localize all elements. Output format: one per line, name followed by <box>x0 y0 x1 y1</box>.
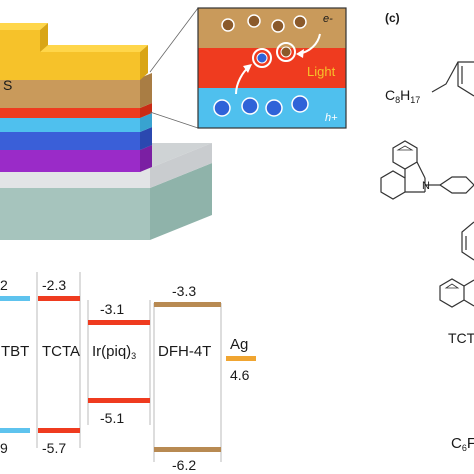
hole-arrowhead <box>243 64 252 73</box>
dfh4t-lumo-value: -3.3 <box>172 283 196 299</box>
tcta-homo-bar <box>38 428 80 433</box>
hole <box>291 95 309 113</box>
ag-workfunction-value: 4.6 <box>230 367 250 383</box>
energy-level-diagram: 2 TBT 9 -2.3 TCTA -5.7 -3.1 Ir(piq)3 -5.… <box>0 272 256 473</box>
tcta-lumo-value: -2.3 <box>42 277 66 293</box>
nitrogen-label: N <box>422 180 430 192</box>
exciton-left <box>252 48 272 68</box>
formula-bottom-main: C <box>451 435 462 452</box>
electron <box>271 19 285 33</box>
layer-blue <box>0 127 152 150</box>
tbt-name: TBT <box>1 343 29 360</box>
formula-top-sub2: 17 <box>410 95 420 105</box>
tbt-lumo-bar <box>0 296 30 301</box>
glass-front <box>0 168 150 188</box>
dfh4t-name: DFH-4T <box>158 343 211 360</box>
dfh4t-homo-bar <box>154 447 221 452</box>
light-label: Light <box>307 64 336 79</box>
formula-top-main: C <box>385 87 395 103</box>
hole <box>213 99 231 117</box>
zoom-line-bottom <box>149 111 199 129</box>
irpiq-name: Ir(piq)3 <box>92 343 136 361</box>
inset-middle-layer <box>198 48 346 88</box>
layer-cyan <box>0 113 152 132</box>
lower-ring-fragments <box>439 221 474 308</box>
alkyl-chain-formula-bottom: C6F <box>451 435 474 453</box>
glass-side <box>150 143 212 188</box>
electron-label: e- <box>323 13 333 25</box>
tcta-structure-label: TCT <box>448 330 474 346</box>
layer-letter: S <box>3 77 12 93</box>
holes <box>213 95 309 117</box>
irpiq-homo-value: -5.1 <box>100 410 124 426</box>
dfh4t-lumo-bar <box>154 302 221 307</box>
exciton-right <box>276 42 296 62</box>
device-stack: S <box>0 7 212 240</box>
carbazole-fragment <box>380 140 474 200</box>
panel-c-label: (c) <box>385 11 400 25</box>
irpiq-name-main: Ir(piq) <box>92 343 131 360</box>
tbt-homo-value: 9 <box>0 440 8 456</box>
tbt-lumo-value: 2 <box>0 277 8 293</box>
thiophene-fragment-top <box>431 61 474 97</box>
electron <box>247 14 261 28</box>
irpiq-homo-bar <box>88 398 150 403</box>
ag-workfunction-bar <box>226 356 256 361</box>
dfh4t-homo-value: -6.2 <box>172 457 196 473</box>
irpiq-lumo-value: -3.1 <box>100 301 124 317</box>
alkyl-chain-formula-top: C8H17 <box>385 87 420 105</box>
electron <box>221 18 235 32</box>
electron-arrowhead <box>296 49 304 58</box>
zoom-line-top <box>149 7 199 73</box>
hole-label: h+ <box>325 112 338 124</box>
substrate-side <box>150 163 212 240</box>
formula-top-sub1: 8 <box>395 95 400 105</box>
irpiq-name-sub: 3 <box>131 351 136 361</box>
ag-name: Ag <box>230 336 248 353</box>
chemical-structures-panel: (c) C8H17 N TC <box>380 11 474 453</box>
layer-tan <box>0 73 152 108</box>
layer-purple <box>0 145 152 172</box>
formula-bottom-sub1: 6 <box>462 443 467 453</box>
hole <box>241 97 259 115</box>
recombination-inset: e- Light h+ <box>197 7 347 129</box>
formula-bottom-mid: F <box>467 435 474 452</box>
electrons <box>221 14 307 33</box>
tbt-homo-bar <box>0 428 30 433</box>
tcta-homo-value: -5.7 <box>42 440 66 456</box>
tcta-name: TCTA <box>42 343 80 360</box>
tcta-lumo-bar <box>38 296 80 301</box>
inset-frame <box>197 7 347 129</box>
hole <box>265 99 283 117</box>
electrode-back <box>0 23 48 52</box>
formula-top-mid: H <box>400 87 410 103</box>
electron <box>293 15 307 29</box>
substrate-front <box>0 188 150 240</box>
irpiq-lumo-bar <box>88 320 150 325</box>
